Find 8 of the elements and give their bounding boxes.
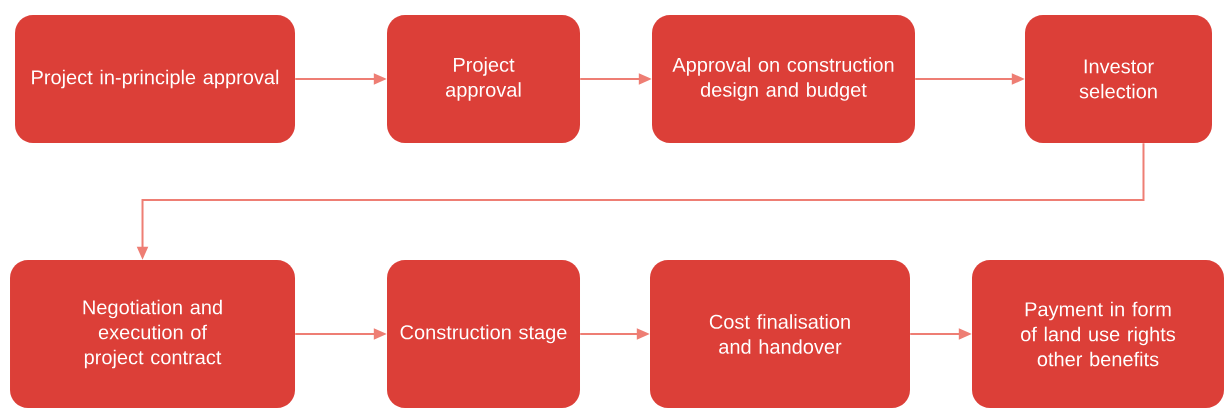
process-box: Project approval: [387, 15, 580, 143]
process-box: Payment in form of land use rights other benefits: [972, 260, 1224, 408]
process-box: Construction stage: [387, 260, 580, 408]
process-box: Approval on construction design and budget: [652, 15, 915, 143]
process-box: Cost finalisation and handover: [650, 260, 910, 408]
process-box: Investor selection: [1025, 15, 1212, 143]
process-box: Negotiation and execution of project contract: [10, 260, 295, 408]
process-box: Project in-principle approval: [15, 15, 295, 143]
